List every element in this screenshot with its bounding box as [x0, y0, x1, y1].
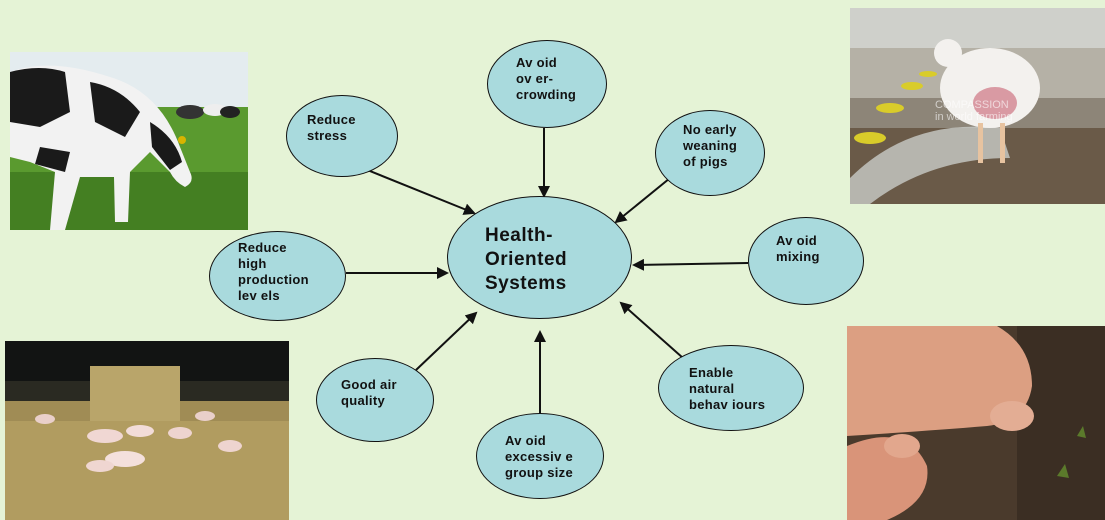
node-label: Good air quality — [341, 377, 397, 408]
node-no-early-weaning: No early weaning of pigs — [655, 110, 765, 196]
node-label: Enable natural behav iours — [689, 365, 766, 412]
cow-photo — [10, 52, 248, 230]
node-enable-natural-behaviours: Enable natural behav iours — [658, 345, 804, 431]
node-label: No early weaning of pigs — [683, 122, 738, 169]
node-avoid-overcrowding: Av oid ov er- crowding — [487, 40, 607, 128]
node-good-air-quality: Good air quality — [316, 358, 434, 442]
center-node: Health- Oriented Systems — [447, 196, 632, 319]
node-reduce-stress: Reduce stress — [286, 95, 398, 177]
center-label: Health- Oriented Systems — [485, 225, 568, 294]
pigs-mud-photo — [847, 326, 1105, 520]
node-label: Av oid excessiv e group size — [505, 433, 574, 480]
node-label: Reduce stress — [307, 112, 356, 143]
arrow-stress — [354, 164, 476, 215]
node-reduce-high-production: Reduce high production lev els — [209, 231, 346, 321]
piglets-straw-photo — [5, 341, 289, 520]
arrow-behaviours — [619, 301, 684, 359]
node-label: Av oid mixing — [776, 233, 820, 264]
node-label: Reduce high production lev els — [238, 240, 309, 303]
node-label: Av oid ov er- crowding — [516, 55, 577, 102]
node-avoid-mixing: Av oid mixing — [748, 217, 864, 305]
arrow-weaning — [614, 173, 676, 224]
node-avoid-excessive-group-size: Av oid excessiv e group size — [476, 413, 604, 499]
arrow-mixing — [632, 258, 749, 271]
arrow-air — [415, 311, 478, 371]
